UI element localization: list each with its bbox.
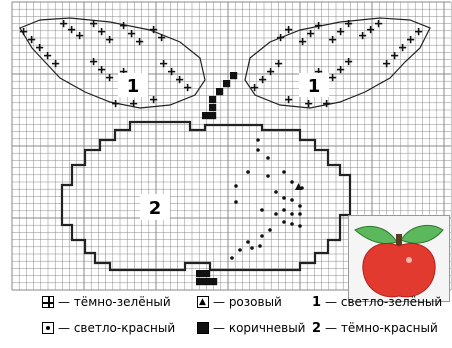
dark-green-stitch bbox=[323, 100, 330, 107]
light-red-stitch bbox=[266, 156, 270, 160]
dark-green-stitch bbox=[277, 34, 284, 41]
dark-green-stitch bbox=[112, 100, 119, 107]
legend-light-green: 1 — светло-зелёный bbox=[312, 292, 442, 312]
light-red-stitch bbox=[282, 220, 286, 224]
dark-green-stitch bbox=[391, 52, 398, 59]
light-red-stitch bbox=[290, 198, 294, 202]
dark-green-stitch bbox=[285, 26, 292, 33]
dark-green-stitch bbox=[329, 36, 336, 43]
light-red-stitch bbox=[256, 148, 260, 152]
apple-icon bbox=[363, 243, 435, 296]
dark-green-stitch bbox=[315, 22, 322, 29]
bottom-stitch bbox=[196, 270, 203, 277]
light-red-stitch bbox=[274, 212, 278, 216]
dark-green-stitch bbox=[307, 30, 314, 37]
dark-green-stitch bbox=[98, 66, 105, 73]
legend-brown: — коричневый bbox=[197, 318, 305, 338]
dark-green-stitch bbox=[136, 38, 143, 45]
light-red-stitch bbox=[266, 174, 270, 178]
light-red-stitch bbox=[234, 200, 238, 204]
light-red-stitch bbox=[258, 244, 262, 248]
filled-square-icon bbox=[197, 322, 209, 334]
region-label-leaf-right: 1 bbox=[308, 76, 321, 97]
stem-stitch bbox=[216, 88, 223, 95]
triangle-square-icon: ▲ bbox=[197, 296, 209, 308]
stem-stitch bbox=[209, 96, 216, 103]
light-red-stitch bbox=[250, 246, 254, 250]
light-red-stitch bbox=[256, 138, 260, 142]
dark-green-stitch bbox=[176, 76, 183, 83]
legend-pink: ▲ — розовый bbox=[197, 292, 282, 312]
dark-green-stitch bbox=[383, 60, 390, 67]
bottom-stitch bbox=[203, 270, 210, 277]
light-red-stitch bbox=[282, 196, 286, 200]
light-red-stitch bbox=[290, 212, 294, 216]
apple-preview-image bbox=[348, 215, 450, 302]
legend-dark-green: — тёмно-зелёный bbox=[42, 292, 171, 312]
light-red-stitch bbox=[234, 184, 238, 188]
bottom-stitch bbox=[203, 278, 210, 285]
dark-green-stitch bbox=[68, 26, 75, 33]
light-red-stitch bbox=[282, 170, 286, 174]
dark-green-stitch bbox=[375, 20, 382, 27]
dark-green-stitch bbox=[275, 60, 282, 67]
dark-green-stitch bbox=[259, 76, 266, 83]
dark-green-stitch bbox=[415, 28, 422, 35]
dark-green-stitch bbox=[184, 84, 191, 91]
stem-stitch bbox=[202, 112, 209, 119]
stem-icon bbox=[396, 234, 402, 246]
dark-green-stitch bbox=[60, 20, 67, 27]
dark-green-stitch bbox=[52, 60, 59, 67]
dark-green-stitch bbox=[329, 74, 336, 81]
light-red-stitch bbox=[260, 234, 264, 238]
region-label-leaf-left: 1 bbox=[127, 76, 140, 97]
light-red-stitch bbox=[298, 224, 302, 228]
legend-light-red: — светло-красный bbox=[42, 318, 175, 338]
dark-green-stitch bbox=[305, 100, 312, 107]
dark-green-stitch bbox=[44, 52, 51, 59]
pink-stitch bbox=[295, 183, 302, 190]
dark-green-stitch bbox=[98, 28, 105, 35]
stem-stitch bbox=[223, 80, 230, 87]
light-red-stitch bbox=[246, 170, 250, 174]
stem-stitch bbox=[209, 112, 216, 119]
legend-row-2: — светло-красный — коричневый 2 — тёмно-… bbox=[0, 318, 452, 338]
region-label-apple-body: 2 bbox=[149, 198, 162, 219]
stem-stitch bbox=[209, 104, 216, 111]
dark-green-stitch bbox=[367, 26, 374, 33]
light-red-stitch bbox=[298, 204, 302, 208]
cross-square-icon bbox=[42, 296, 54, 308]
light-red-stitch bbox=[268, 228, 272, 232]
dark-green-stitch bbox=[120, 22, 127, 29]
light-red-stitch bbox=[274, 190, 278, 194]
light-red-stitch bbox=[260, 208, 264, 212]
dot-square-icon bbox=[42, 322, 54, 334]
bottom-stitch bbox=[210, 278, 217, 285]
light-red-stitch bbox=[246, 240, 250, 244]
legend-row-1: — тёмно-зелёный ▲ — розовый 1 — светло-з… bbox=[0, 292, 452, 312]
light-red-stitch bbox=[238, 248, 242, 252]
light-red-stitch bbox=[290, 180, 294, 184]
light-red-stitch bbox=[290, 222, 294, 226]
dark-green-stitch bbox=[106, 74, 113, 81]
light-red-stitch bbox=[298, 212, 302, 216]
stem-stitch bbox=[230, 72, 237, 79]
dark-green-stitch bbox=[128, 30, 135, 37]
dark-green-stitch bbox=[285, 96, 292, 103]
legend-dark-red: 2 — тёмно-красный bbox=[312, 318, 438, 338]
bottom-stitch bbox=[196, 278, 203, 285]
light-red-stitch bbox=[230, 256, 234, 260]
dark-green-stitch bbox=[345, 58, 352, 65]
dark-green-stitch bbox=[106, 36, 113, 43]
dark-green-stitch bbox=[160, 60, 167, 67]
light-red-stitch bbox=[282, 208, 286, 212]
